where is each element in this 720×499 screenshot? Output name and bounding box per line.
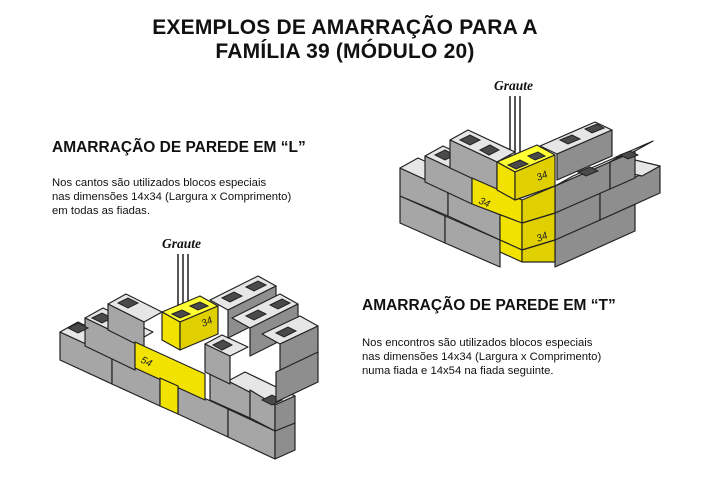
l-left-wing-top (424, 129, 516, 205)
t-dim-mid: 54 (139, 355, 154, 370)
l-dim-top: 34 (535, 169, 550, 184)
l-desc-line-2: nas dimensões 14x34 (Largura x Comprimen… (52, 191, 292, 203)
l-dim-left: 34 (477, 196, 492, 211)
l-graute-label: Graute (494, 78, 534, 93)
l-desc-line-1: Nos cantos são utilizados blocos especia… (52, 177, 267, 189)
t-perpendicular-wing (209, 275, 319, 403)
t-desc-line-3: numa fiada e 14x54 na fiada seguinte. (362, 365, 554, 377)
l-section-heading: AMARRAÇÃO DE PAREDE EM “L” (52, 139, 306, 156)
t-junction-special-blocks (134, 295, 219, 415)
t-main-wall (59, 293, 296, 460)
l-desc-line-3: em todas as fiadas. (52, 205, 150, 217)
l-corner-special-blocks (471, 144, 556, 263)
page-title: EXEMPLOS DE AMARRAÇÃO PARA A FAMÍLIA 39 … (0, 16, 690, 64)
l-dim-bottom: 34 (535, 230, 550, 245)
t-dim-top: 34 (200, 315, 215, 330)
t-desc-line-2: nas dimensões 14x34 (Largura x Comprimen… (362, 351, 602, 363)
page-title-line-2: FAMÍLIA 39 (MÓDULO 20) (215, 40, 475, 63)
t-section-heading: AMARRAÇÃO DE PAREDE EM “T” (362, 297, 616, 314)
t-graute-label: Graute (162, 236, 202, 251)
t-desc-line-1: Nos encontros são utilizados blocos espe… (362, 337, 593, 349)
l-section-description: Nos cantos são utilizados blocos especia… (52, 176, 291, 218)
l-right-wing (539, 121, 661, 268)
t-section-description: Nos encontros são utilizados blocos espe… (362, 336, 601, 378)
page-title-line-1: EXEMPLOS DE AMARRAÇÃO PARA A (152, 16, 538, 39)
